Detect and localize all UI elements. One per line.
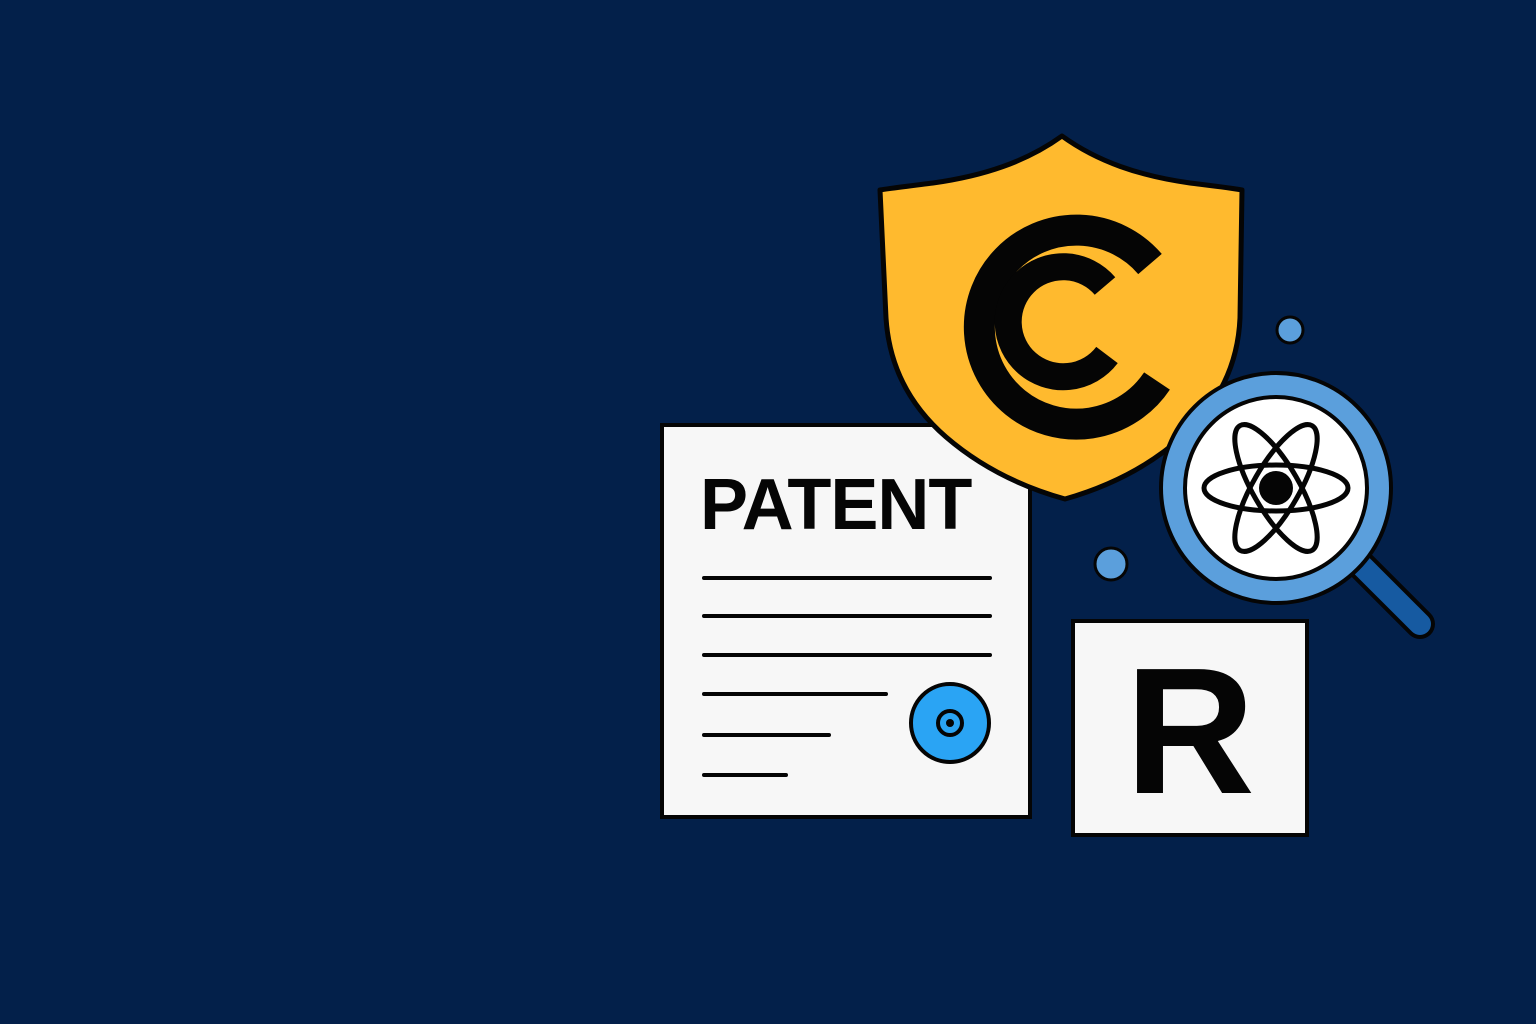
magnifier-atom-icon bbox=[1093, 315, 1435, 639]
seal-icon bbox=[909, 682, 991, 764]
copyright-shield-icon bbox=[877, 133, 1245, 502]
atom-icon bbox=[1201, 422, 1351, 554]
registered-trademark-icon: R bbox=[1071, 619, 1309, 837]
registered-card bbox=[1071, 619, 1309, 837]
patent-title: PATENT bbox=[700, 465, 972, 545]
patent-document: PATENT bbox=[660, 423, 1032, 819]
bubble-decoration bbox=[1275, 315, 1305, 345]
bubble-decoration bbox=[1093, 546, 1129, 582]
registered-letter: R bbox=[1125, 631, 1255, 832]
magnifier-handle bbox=[1346, 550, 1431, 635]
